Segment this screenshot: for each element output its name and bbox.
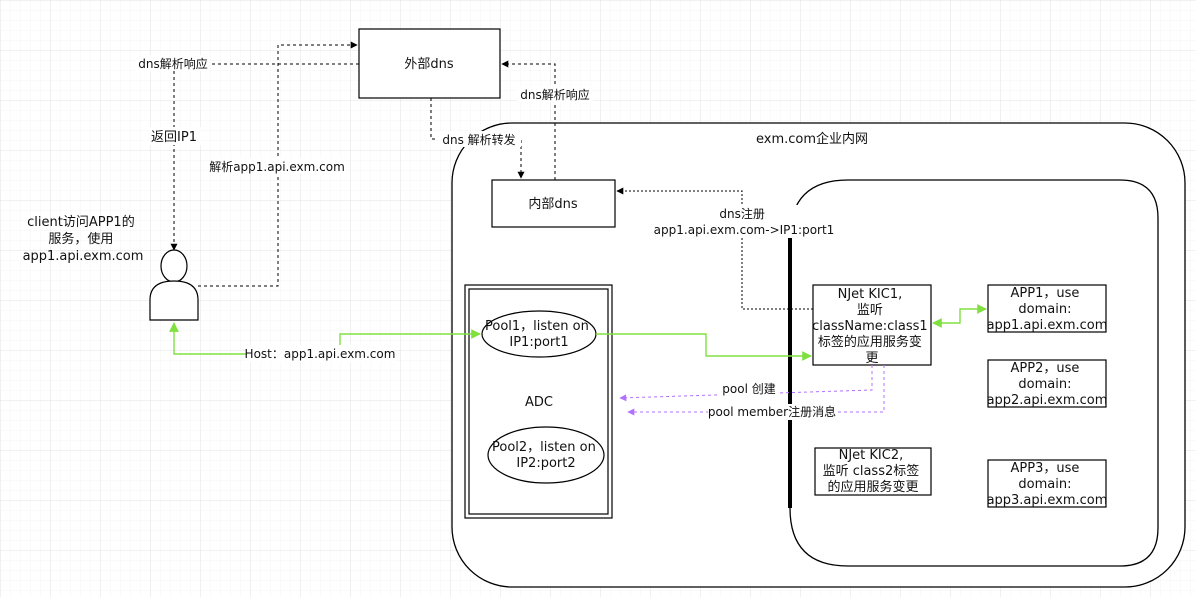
edge-dns-response-left-label: dns解析响应 (138, 56, 207, 71)
edge-dns-response-right (501, 60, 556, 180)
kic2-label: NJet KIC2, 监听 class2标签 的应用服务变更 (823, 448, 924, 495)
app3-box[interactable] (987, 459, 1107, 508)
adc-label: ADC (525, 395, 553, 410)
edge-host-bg (246, 345, 394, 362)
pool1-node[interactable] (481, 310, 597, 358)
pool1-label: Pool1，listen on IP1:port1 (485, 319, 593, 350)
external-dns-box[interactable] (358, 28, 501, 99)
edge-dns-register-bg (656, 205, 832, 238)
kic2-box[interactable] (814, 447, 932, 496)
edge-pool-create-bg (720, 381, 778, 397)
edge-dns-response-right-bg (517, 86, 593, 102)
edge-pool-create-label: pool 创建 (722, 382, 775, 396)
edge-pool-create (619, 365, 873, 402)
edge-dns-forward-bg (437, 131, 521, 147)
edge-return-ip1-label: 返回IP1 (151, 130, 197, 145)
kic1-label: NJet KIC1, 监听 className:class1 标签的应用服务变 … (812, 287, 932, 366)
edge-pool-member-bg (708, 404, 836, 420)
kic1-box[interactable] (812, 284, 932, 366)
edge-dns-response-left (170, 63, 359, 251)
internal-dns-box[interactable] (491, 179, 616, 228)
edge-pool-member-label: pool member注册消息 (708, 404, 836, 419)
internal-dns-label: 内部dns (528, 196, 577, 212)
client-note: client访问APP1的 服务，使用 app1.api.exm.com (23, 214, 144, 264)
app1-label: APP1，use domain: app1.api.exm.com (987, 286, 1108, 333)
app2-label: APP2，use domain: app2.api.exm.com (987, 361, 1108, 408)
app2-box[interactable] (987, 359, 1107, 408)
edge-dns-response-left-bg (136, 55, 210, 71)
edge-return-ip1-bg (149, 127, 201, 145)
pool2-node[interactable] (487, 426, 605, 484)
edge-dns-forward-label: dns 解析转发 (442, 132, 515, 147)
edge-host-label: Host：app1.api.exm.com (245, 347, 396, 361)
edge-pool1-kic1 (596, 333, 812, 361)
external-dns-label: 外部dns (404, 57, 453, 72)
app1-box[interactable] (987, 284, 1107, 333)
app3-label: APP3，use domain: app3.api.exm.com (987, 461, 1108, 508)
edge-kic1-app1 (932, 304, 987, 328)
intranet-title: exm.com企业内网 (756, 131, 868, 147)
client-user-icon[interactable] (149, 249, 199, 321)
edge-dns-register (616, 187, 813, 310)
edge-dns-register-label: dns注册 app1.api.exm.com->IP1:port1 (654, 206, 835, 237)
pool2-label: Pool2，listen on IP2:port2 (492, 440, 600, 471)
edge-resolve-app1-label: 解析app1.api.exm.com (209, 160, 345, 174)
edge-resolve-app1-bg (211, 158, 345, 174)
edge-dns-response-right-label: dns解析响应 (520, 87, 589, 102)
adc-box-inner (468, 288, 609, 515)
